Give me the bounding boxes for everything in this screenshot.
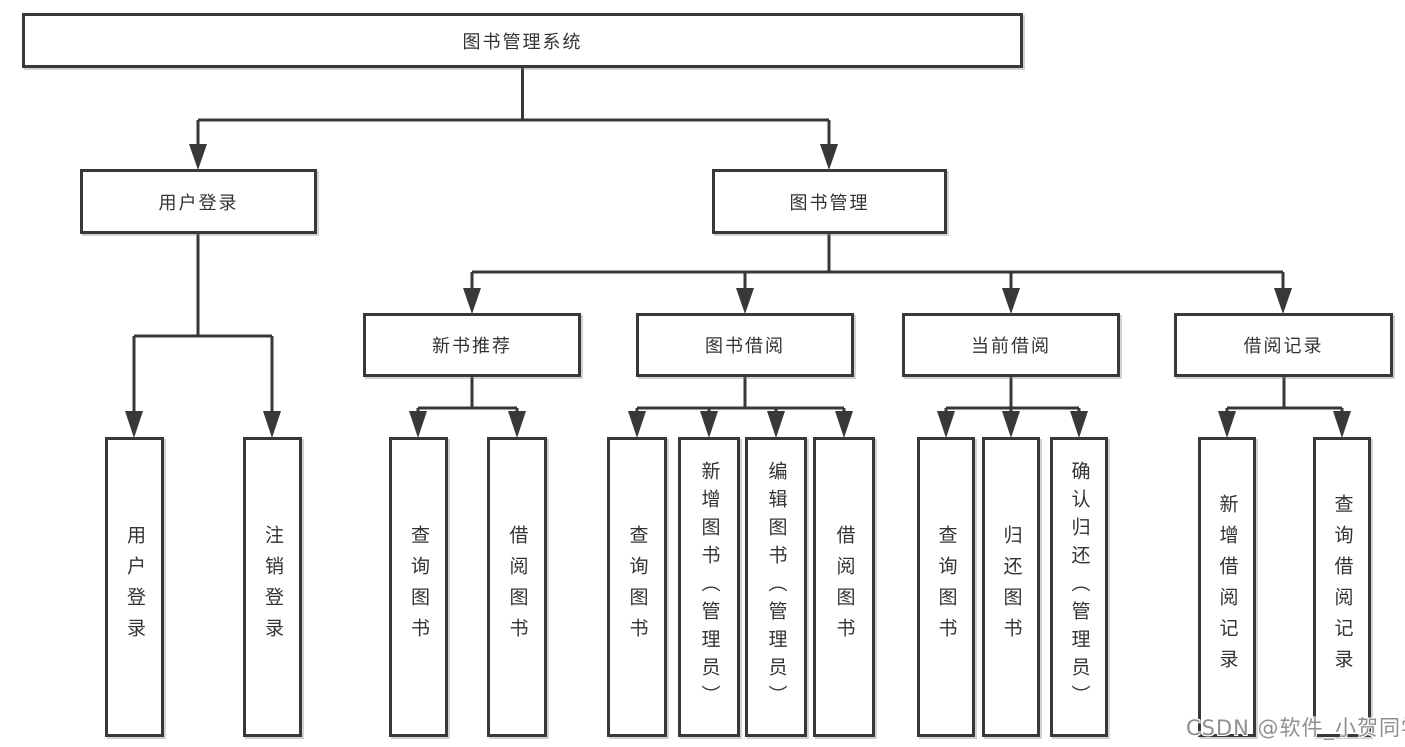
node-new-book-recommend: 新书推荐 — [363, 313, 581, 377]
node-leaf-borrow-books-2-label: 借阅图书 — [833, 525, 856, 649]
node-leaf-user-login: 用户登录 — [105, 437, 164, 737]
node-leaf-add-books-admin: 新增图书（管理员） — [678, 437, 740, 737]
arrow-down-icon — [1274, 288, 1292, 314]
node-book-management: 图书管理 — [712, 169, 947, 234]
arrow-down-icon — [1333, 411, 1351, 438]
node-leaf-query-borrow-record-label: 查询借阅记录 — [1331, 494, 1354, 680]
node-leaf-return-books-label: 归还图书 — [1000, 525, 1023, 649]
node-leaf-add-borrow-record: 新增借阅记录 — [1198, 437, 1256, 737]
node-leaf-query-books-3-label: 查询图书 — [935, 525, 958, 649]
node-borrow-record: 借阅记录 — [1174, 313, 1393, 377]
node-leaf-borrow-books-1-label: 借阅图书 — [506, 525, 529, 649]
node-leaf-borrow-books-2: 借阅图书 — [813, 437, 875, 737]
arrow-down-icon — [1218, 411, 1236, 438]
node-leaf-edit-books-admin-label: 编辑图书（管理员） — [765, 461, 788, 713]
node-leaf-query-books-1: 查询图书 — [389, 437, 448, 737]
arrow-down-icon — [1070, 411, 1088, 438]
arrow-down-icon — [1002, 288, 1020, 314]
arrow-down-icon — [835, 411, 853, 438]
node-book-borrow: 图书借阅 — [636, 313, 854, 377]
arrow-down-icon — [508, 411, 526, 438]
node-leaf-edit-books-admin: 编辑图书（管理员） — [745, 437, 807, 737]
arrow-down-icon — [463, 288, 481, 314]
arrowheads — [125, 144, 1351, 438]
node-leaf-borrow-books-1: 借阅图书 — [487, 437, 547, 737]
node-leaf-logout: 注销登录 — [243, 437, 302, 737]
arrow-down-icon — [820, 144, 838, 170]
arrow-down-icon — [628, 411, 646, 438]
csdn-watermark: CSDN @软件_小贺同学 — [1186, 716, 1405, 740]
arrow-down-icon — [1002, 411, 1020, 438]
node-leaf-query-books-2: 查询图书 — [607, 437, 667, 737]
node-leaf-user-login-label: 用户登录 — [124, 525, 146, 649]
arrow-down-icon — [700, 411, 718, 438]
node-leaf-query-borrow-record: 查询借阅记录 — [1313, 437, 1371, 737]
node-leaf-query-books-1-label: 查询图书 — [408, 525, 430, 649]
node-current-borrow: 当前借阅 — [902, 313, 1120, 377]
node-leaf-add-borrow-record-label: 新增借阅记录 — [1216, 494, 1239, 680]
arrow-down-icon — [189, 144, 207, 170]
node-leaf-return-books: 归还图书 — [982, 437, 1040, 737]
node-user-login: 用户登录 — [80, 169, 317, 234]
arrow-down-icon — [409, 411, 427, 438]
arrow-down-icon — [767, 411, 785, 438]
arrow-down-icon — [736, 288, 754, 314]
node-leaf-query-books-3: 查询图书 — [917, 437, 975, 737]
arrow-down-icon — [263, 411, 281, 438]
node-leaf-query-books-2-label: 查询图书 — [626, 525, 649, 649]
node-root: 图书管理系统 — [22, 13, 1023, 68]
node-leaf-confirm-return-admin: 确认归还（管理员） — [1050, 437, 1108, 737]
arrow-down-icon — [937, 411, 955, 438]
node-leaf-confirm-return-admin-label: 确认归还（管理员） — [1068, 461, 1091, 713]
arrow-down-icon — [125, 411, 143, 438]
node-leaf-logout-label: 注销登录 — [262, 525, 284, 649]
node-leaf-add-books-admin-label: 新增图书（管理员） — [698, 461, 721, 713]
